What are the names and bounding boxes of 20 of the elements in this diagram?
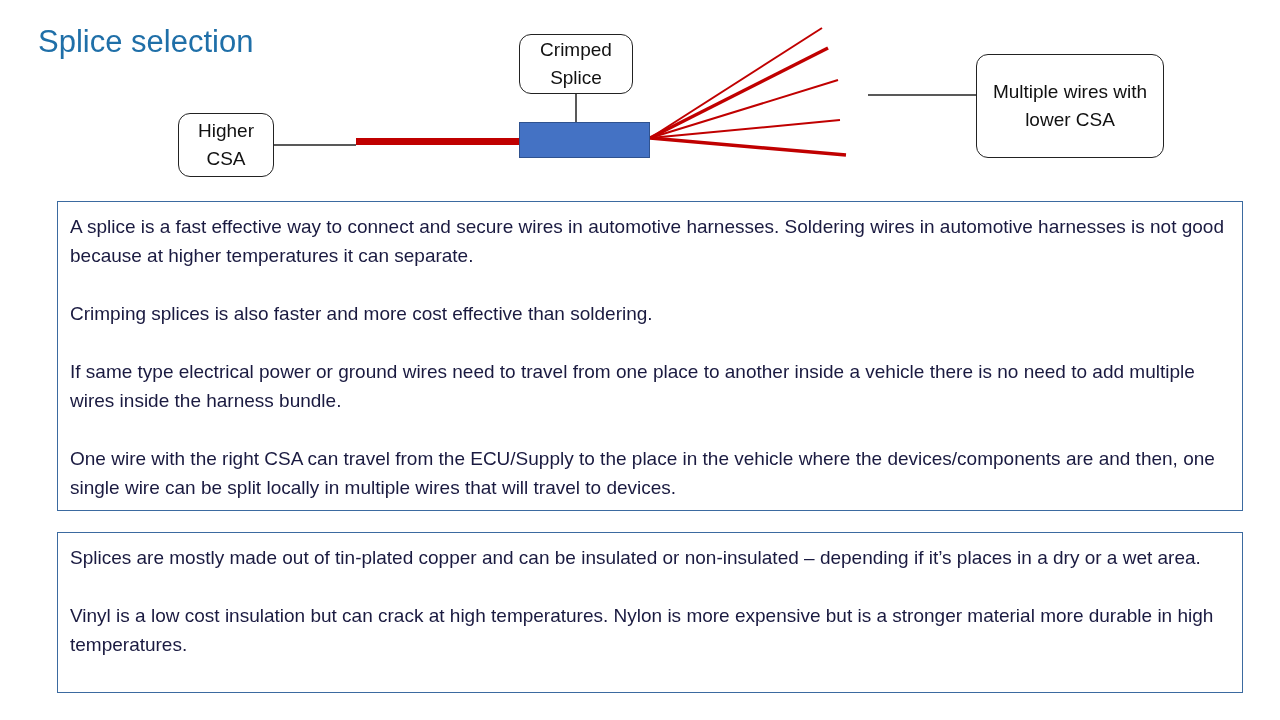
callout-text: Higher CSA xyxy=(197,119,255,171)
paragraph: A splice is a fast effective way to connect and secure wires in automotive harnesses. Soldering wires in automotive harnesses is not good because at higher temperatures it can separate. xyxy=(70,215,1225,268)
splice-sleeve xyxy=(519,122,650,158)
paragraph: Vinyl is a low cost insulation but can crack at high temperatures. Nylon is more expensive but is a stronger material more durable in high temperatures. xyxy=(70,604,1215,657)
paragraph: Crimping splices is also faster and more cost effective than soldering. xyxy=(70,302,654,326)
paragraph: One wire with the right CSA can travel from the ECU/Supply to the place in the vehicle where the devices/components are and then, one single wire can be split locally in multiple wires that will travel to devices. xyxy=(70,447,1216,500)
leader-line xyxy=(575,93,577,123)
callout-text: Multiple wires with lower CSA xyxy=(991,80,1149,132)
leader-line xyxy=(867,94,977,96)
text-panel xyxy=(57,201,1243,511)
callout-bubble xyxy=(976,54,1164,158)
wire xyxy=(356,138,520,145)
callout-text: Crimped Splice xyxy=(539,38,613,90)
paragraph: If same type electrical power or ground wires need to travel from one place to another inside a vehicle there is no need to add multiple wires inside the harness bundle. xyxy=(70,360,1196,413)
paragraph: Splices are mostly made out of tin-plated copper and can be insulated or non-insulated – depending if it’s places in a dry or a wet area. xyxy=(70,546,1202,570)
slide-title: Splice selection xyxy=(38,24,254,60)
callout-bubble xyxy=(178,113,274,177)
leader-line xyxy=(273,144,357,146)
callout-bubble xyxy=(519,34,633,94)
text-panel xyxy=(57,532,1243,693)
